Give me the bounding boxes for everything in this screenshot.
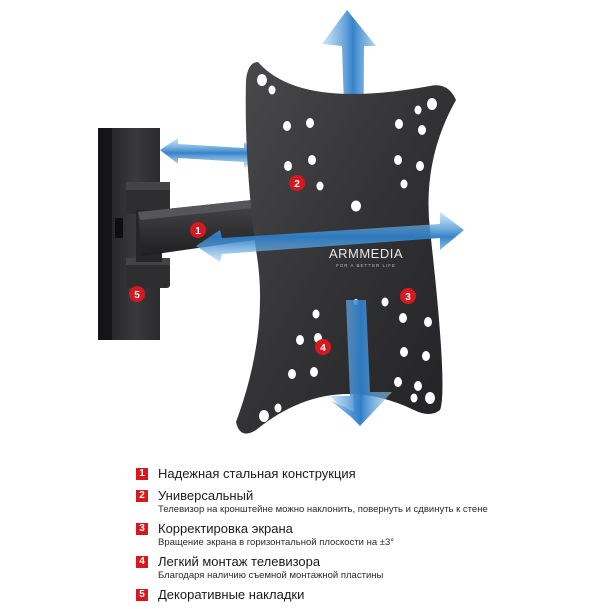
marker-4: 4 [315,339,331,355]
marker-5: 5 [129,286,145,302]
feature-number-badge: 4 [136,556,148,568]
feature-number-badge: 2 [136,490,148,502]
feature-item-4: 4 Легкий монтаж телевизора Благодаря нал… [136,554,576,581]
feature-number-badge: 1 [136,468,148,480]
brand-tagline: FOR A BETTER LIFE [336,263,396,268]
marker-1: 1 [190,222,206,238]
svg-text:4: 4 [320,343,326,354]
feature-description: Телевизор на кронштейне можно наклонить,… [158,504,488,515]
svg-text:3: 3 [405,292,411,303]
feature-title: Надежная стальная конструкция [158,466,356,481]
feature-item-1: 1 Надежная стальная конструкция [136,466,576,482]
svg-text:5: 5 [134,290,140,301]
svg-text:2: 2 [294,179,300,190]
feature-title: Универсальный [158,488,254,503]
svg-text:1: 1 [195,226,201,237]
marker-2: 2 [289,175,305,191]
feature-description: Благодаря наличию съемной монтажной плас… [158,570,384,581]
marker-3: 3 [400,288,416,304]
vesa-plate: ARMMEDIA FOR A BETTER LIFE [236,62,456,434]
swivel-arrow [196,212,464,262]
feature-description: Вращение экрана в горизонтальной плоскос… [158,537,395,548]
wall-distance-arrow [160,138,262,168]
feature-title: Легкий монтаж телевизора [158,554,321,569]
feature-item-3: 3 Корректировка экрана Вращение экрана в… [136,521,576,548]
tv-mount-illustration: ARMMEDIA FOR A BETTER LIFE 1 2 3 4 5 [98,10,464,434]
feature-number-badge: 3 [136,523,148,535]
feature-title: Корректировка экрана [158,521,293,536]
feature-title: Декоративные накладки [158,587,305,602]
feature-item-5: 5 Декоративные накладки [136,587,576,603]
feature-list: 1 Надежная стальная конструкция 2 Универ… [136,466,576,609]
feature-number-badge: 5 [136,589,148,601]
vesa-holes [257,74,437,422]
feature-item-2: 2 Универсальный Телевизор на кронштейне … [136,488,576,515]
tilt-arrow-bottom [330,300,392,426]
brand-logo: ARMMEDIA [329,246,403,261]
